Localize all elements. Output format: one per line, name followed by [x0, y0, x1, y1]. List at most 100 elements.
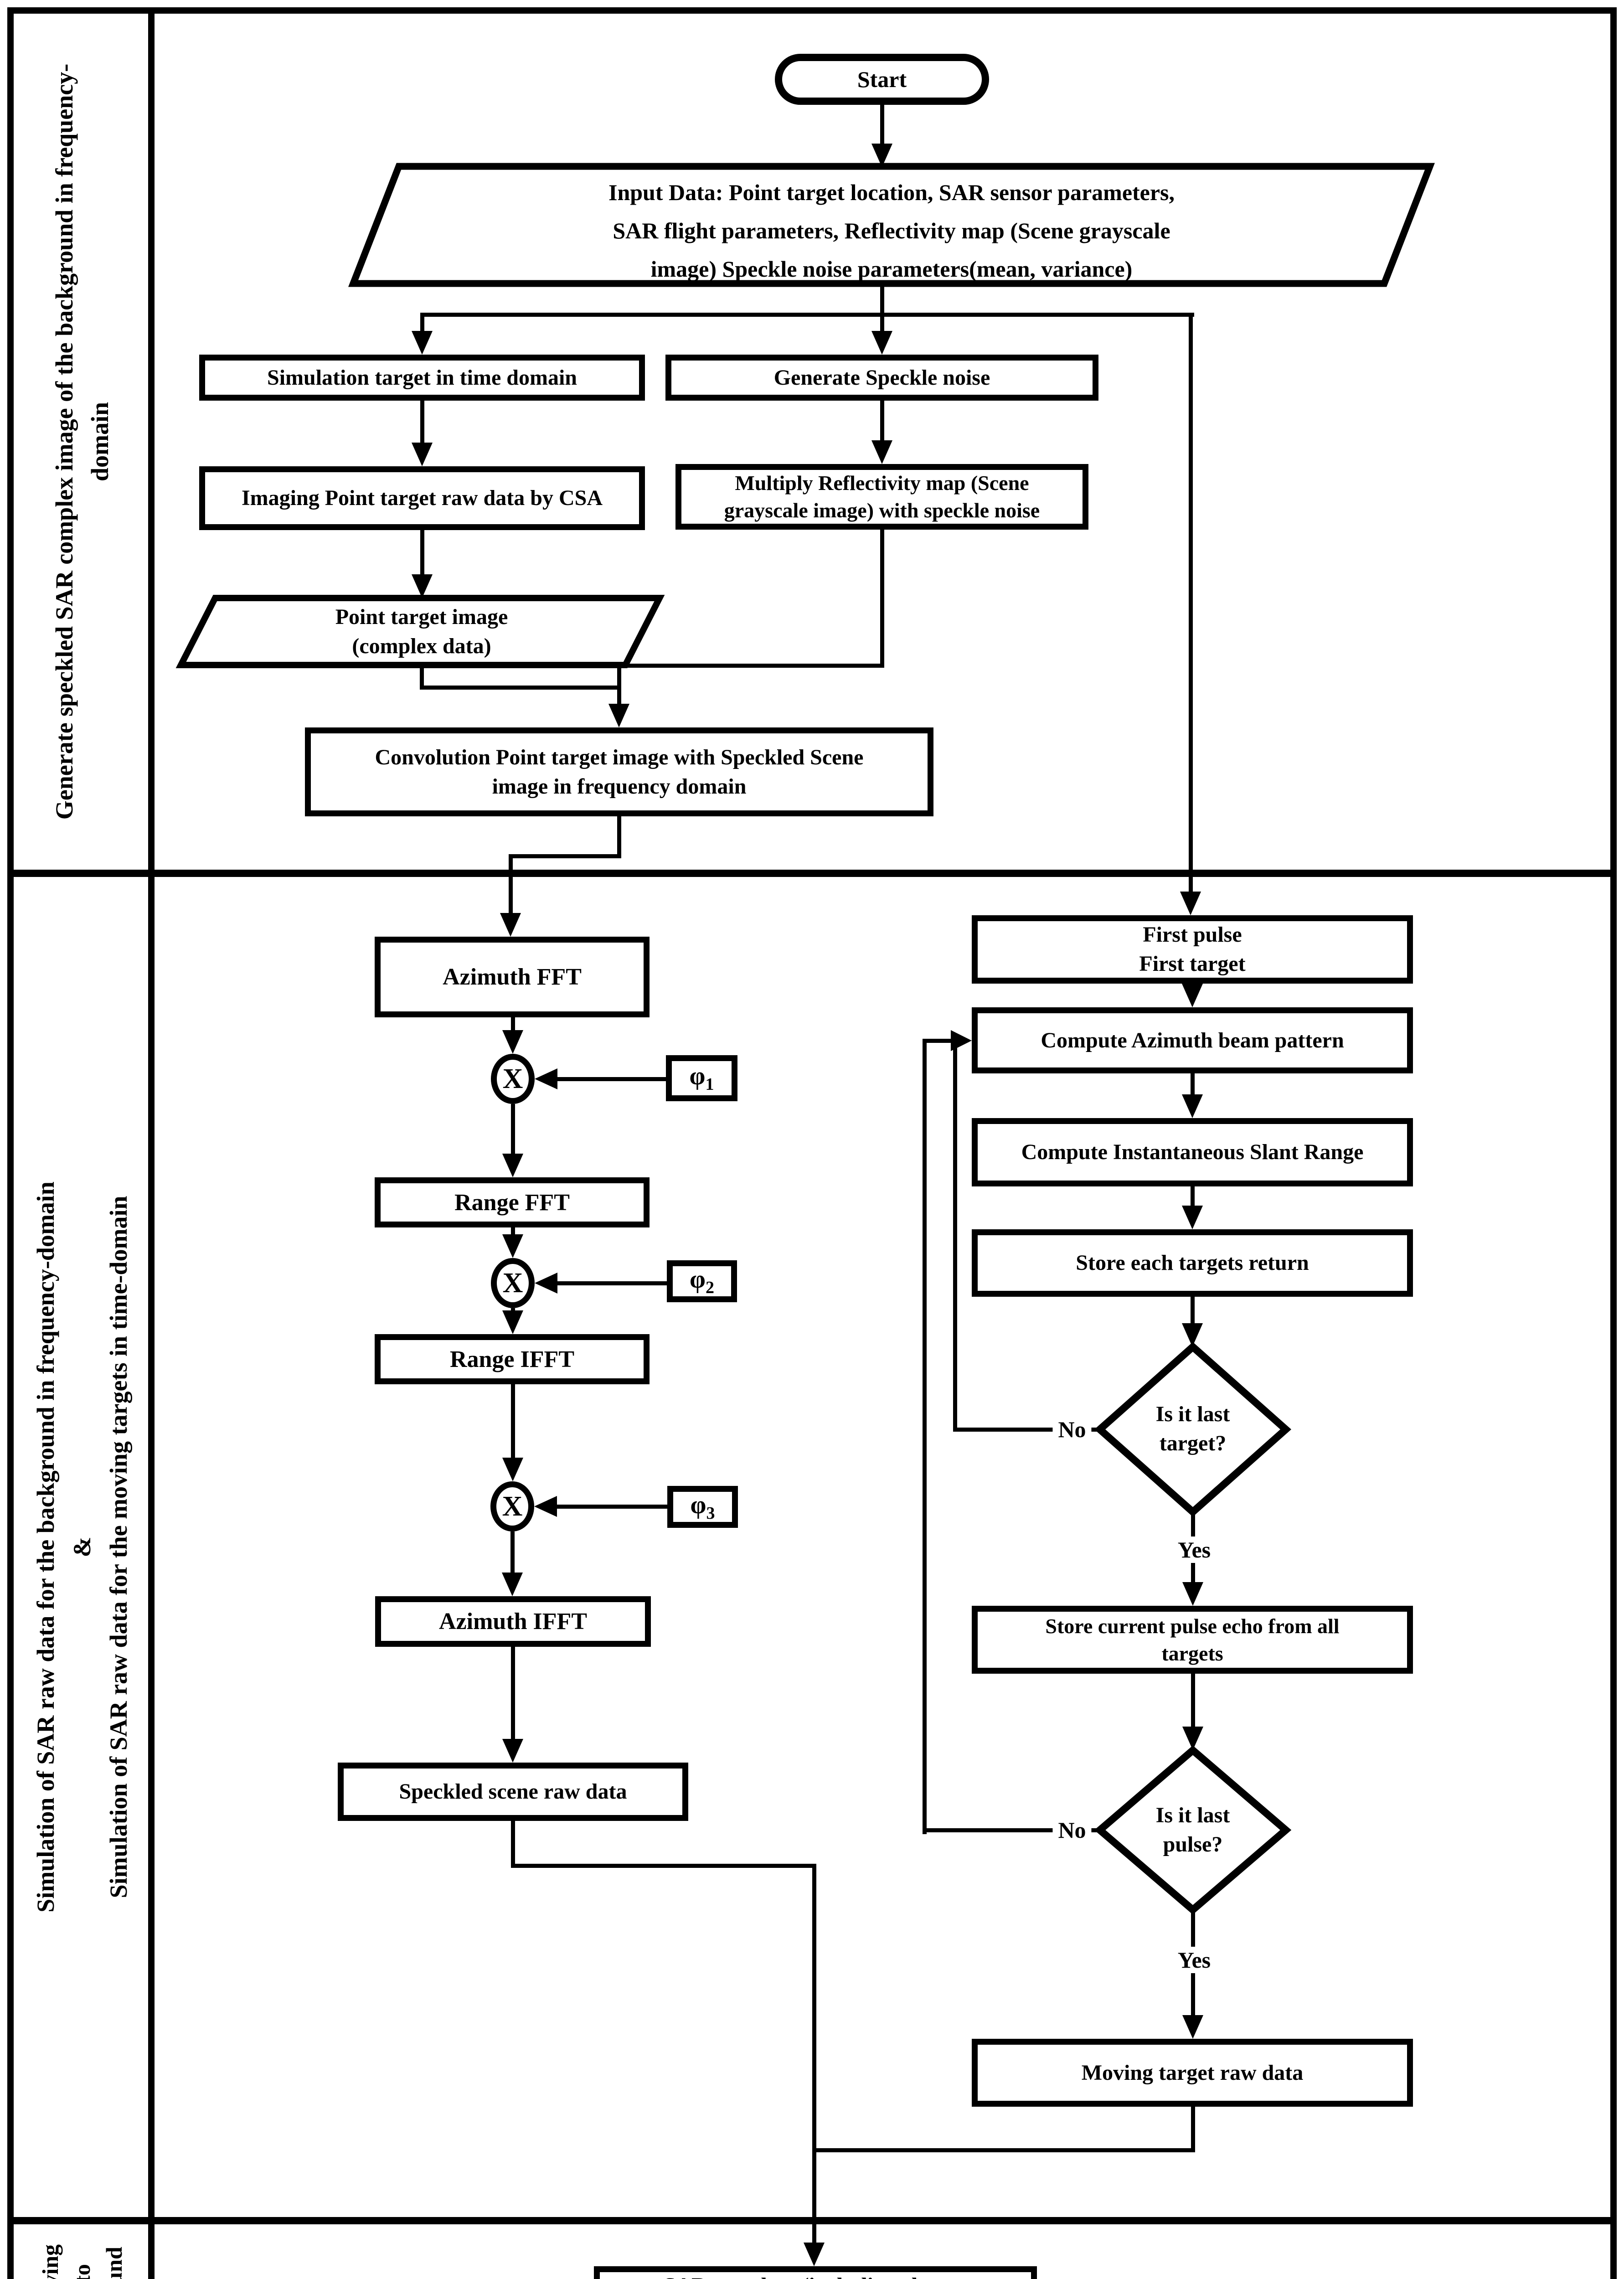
arrowhead-down-icon	[502, 1154, 523, 1177]
generate-speckle-node: Generate Speckle noise	[665, 355, 1098, 401]
arrowhead-down-icon	[412, 331, 433, 355]
arrowhead-down-icon	[502, 1030, 523, 1054]
first-pulse-node: First pulse First target	[972, 915, 1413, 984]
outer-border	[7, 7, 1617, 2279]
connector	[617, 664, 884, 668]
phi-2-node: φ2	[667, 1260, 737, 1302]
connector	[617, 665, 621, 704]
connector	[511, 1821, 515, 1867]
connector	[1189, 315, 1193, 892]
is-last-target-label: Is it last target?	[1155, 1402, 1230, 1455]
connector-no-loop-pulse	[923, 1828, 1102, 1832]
arrowhead-down-icon	[412, 574, 433, 598]
connector	[812, 2148, 1195, 2152]
connector	[923, 1039, 953, 1043]
multiplier-circle-2: X	[491, 1258, 535, 1308]
connector	[420, 530, 424, 574]
arrowhead-down-icon	[1182, 1094, 1203, 1118]
arrowhead-down-icon	[502, 1234, 523, 1258]
imaging-csa-node: Imaging Point target raw data by CSA	[199, 466, 645, 530]
arrowhead-left-icon	[535, 1068, 557, 1089]
arrowhead-down-icon	[1182, 984, 1203, 1007]
connector-no-loop-target	[953, 1039, 957, 1432]
start-node: Start	[775, 54, 989, 105]
multiplier-circle-1: X	[491, 1054, 535, 1104]
arrowhead-down-icon	[412, 443, 433, 466]
connector	[509, 854, 621, 858]
moving-target-node: Moving target raw data	[972, 2039, 1413, 2107]
connector	[511, 1104, 515, 1154]
point-target-image-parallelogram	[175, 595, 665, 668]
no-label-pulse: No	[1052, 1817, 1092, 1843]
is-last-target-diamond	[1094, 1342, 1292, 1517]
sar-raw-data-node: SAR raw data (including clutter, speckle…	[594, 2266, 1037, 2279]
band-divider-1	[7, 870, 1617, 877]
connector	[1191, 2107, 1195, 2152]
connector	[880, 284, 884, 331]
arrowhead-down-icon	[502, 1739, 523, 1763]
multiply-reflectivity-node: Multiply Reflectivity map (Scene graysca…	[675, 464, 1088, 530]
arrowhead-down-icon	[502, 1458, 523, 1481]
connector	[420, 401, 424, 443]
yes-label-target: Yes	[1172, 1537, 1217, 1563]
no-label-target: No	[1052, 1416, 1092, 1443]
compute-slant-node: Compute Instantaneous Slant Range	[972, 1118, 1413, 1186]
yes-label-pulse: Yes	[1172, 1947, 1217, 1973]
connector	[1191, 1186, 1195, 1206]
is-last-pulse-label: Is it last pulse?	[1155, 1803, 1230, 1856]
arrowhead-down-icon	[1182, 2015, 1203, 2039]
multiplier-circle-3: X	[490, 1481, 534, 1531]
arrowhead-down-icon	[1180, 892, 1201, 915]
arrowhead-down-icon	[871, 331, 892, 355]
arrowhead-down-icon	[804, 2243, 825, 2266]
compute-azimuth-node: Compute Azimuth beam pattern	[972, 1007, 1413, 1073]
connector-no-loop-target	[953, 1428, 1102, 1432]
sim-target-node: Simulation target in time domain	[199, 355, 645, 401]
azimuth-ifft-node: Azimuth IFFT	[375, 1596, 651, 1647]
connector	[509, 856, 513, 913]
arrowhead-down-icon	[500, 913, 521, 937]
arrowhead-down-icon	[1182, 1582, 1203, 1606]
arrowhead-down-icon	[502, 1573, 523, 1596]
connector	[880, 105, 884, 144]
input-data-parallelogram	[348, 163, 1435, 287]
connector	[617, 816, 621, 858]
connector	[557, 1077, 666, 1081]
is-last-pulse-diamond	[1094, 1745, 1292, 1915]
range-ifft-node: Range IFFT	[375, 1334, 650, 1384]
connector	[812, 1866, 816, 2243]
arrowhead-down-icon	[608, 704, 629, 727]
connector	[880, 530, 884, 667]
arrowhead-down-icon	[502, 1310, 523, 1334]
connector	[511, 1384, 515, 1458]
connector	[557, 1281, 667, 1285]
range-fft-node: Range FFT	[375, 1177, 650, 1227]
connector	[1191, 1297, 1195, 1323]
connector	[420, 315, 424, 331]
connector	[880, 401, 884, 440]
band-divider-2	[7, 2217, 1617, 2224]
speckled-scene-node: Speckled scene raw data	[338, 1763, 688, 1821]
store-current-node: Store current pulse echo from all target…	[972, 1606, 1413, 1674]
connector	[510, 1531, 515, 1573]
phi-1-node: φ1	[666, 1055, 737, 1101]
arrowhead-down-icon	[1182, 1206, 1203, 1229]
label-column-divider	[148, 7, 155, 2279]
connector	[420, 313, 1194, 317]
phi-3-node: φ3	[667, 1486, 738, 1528]
connector	[511, 1017, 515, 1030]
connector	[420, 665, 424, 689]
connector	[1191, 1674, 1195, 1727]
arrowhead-left-icon	[535, 1273, 557, 1294]
connector-no-loop-pulse	[923, 1039, 927, 1834]
input-data-label: Input Data: Point target location, SAR s…	[608, 180, 1175, 282]
connector	[557, 1505, 667, 1509]
arrowhead-left-icon	[534, 1496, 557, 1517]
connector	[511, 1227, 515, 1234]
store-each-node: Store each targets return	[972, 1229, 1413, 1297]
azimuth-fft-node: Azimuth FFT	[375, 937, 650, 1017]
connector	[511, 1308, 515, 1310]
connector	[511, 1647, 515, 1739]
